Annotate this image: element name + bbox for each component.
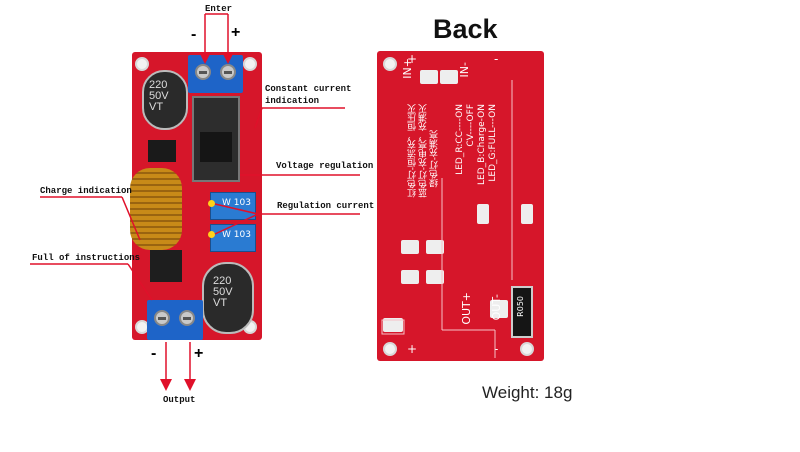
corner-plus-top: + <box>407 52 418 66</box>
corner-minus-top: - <box>494 52 499 66</box>
solder-pad <box>490 300 508 318</box>
solder-pad <box>426 270 444 284</box>
controller-chip <box>150 250 182 282</box>
current-pot-label: W 103 <box>222 230 251 240</box>
voltage-pot[interactable] <box>210 192 256 220</box>
capacitor-top-text: 220 50V VT <box>149 79 169 113</box>
solder-pad <box>401 240 419 254</box>
pot-screw-icon <box>208 231 215 238</box>
shunt-resistor <box>511 286 533 338</box>
solder-pad <box>477 204 489 224</box>
pot-screw-icon <box>208 200 215 207</box>
callout-voltage-regulation: Voltage regulation <box>276 161 374 171</box>
capacitor-bottom-text: 220 50V VT <box>213 275 233 309</box>
current-pot[interactable] <box>210 224 256 252</box>
screw-icon <box>154 310 170 326</box>
output-minus: - <box>151 345 157 362</box>
solder-pad <box>420 70 438 84</box>
screw-icon <box>179 310 195 326</box>
callout-regulation-current: Regulation current <box>277 201 375 211</box>
mount-hole <box>135 57 149 71</box>
solder-pad <box>401 270 419 284</box>
enter-minus: - <box>191 26 197 43</box>
enter-label: Enter <box>205 4 233 14</box>
callout-charge-indication: Charge indication <box>40 186 132 196</box>
screw-icon <box>195 64 211 80</box>
mount-hole <box>383 342 397 356</box>
regulator-chip <box>200 132 232 162</box>
mount-hole <box>520 342 534 356</box>
voltage-pot-label: W 103 <box>222 198 251 208</box>
mount-hole <box>383 57 397 71</box>
corner-minus-bottom: - <box>494 342 499 356</box>
enter-plus: + <box>231 24 241 41</box>
mount-hole <box>243 57 257 71</box>
solder-pad <box>426 240 444 254</box>
screw-icon <box>220 64 236 80</box>
output-label: Output <box>163 395 196 405</box>
weight-text: Weight: 18g <box>482 383 573 402</box>
solder-pad <box>383 318 403 332</box>
corner-plus-bottom: + <box>407 342 418 356</box>
solder-pad <box>440 70 458 84</box>
callout-full-of-instructions: Full of instructions <box>32 253 141 263</box>
capacitor-top <box>142 70 188 130</box>
diode-chip <box>148 140 176 162</box>
back-title: Back <box>433 14 498 44</box>
callout-constant-current: Constant current <box>265 84 352 94</box>
capacitor-bottom <box>202 262 254 334</box>
solder-pad <box>521 204 533 224</box>
callout-constant-current-2: indication <box>265 96 320 106</box>
output-plus: + <box>194 345 204 362</box>
